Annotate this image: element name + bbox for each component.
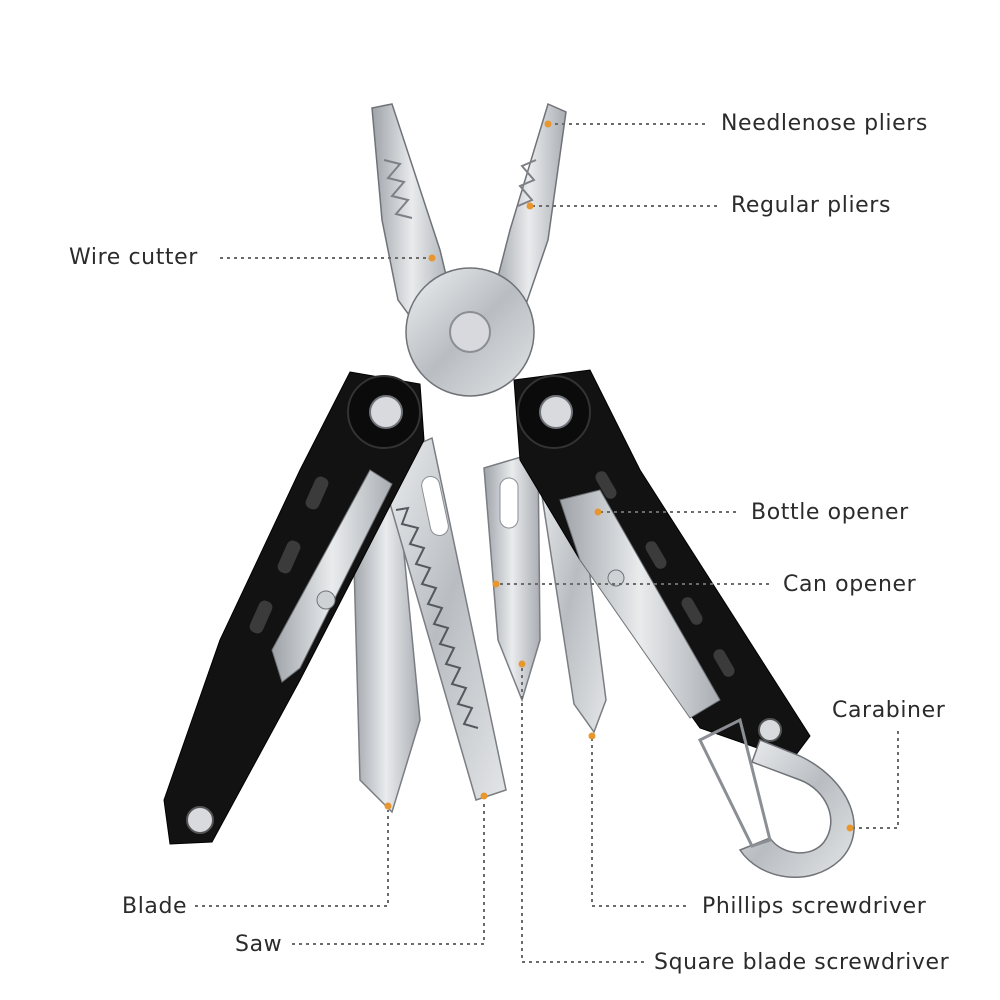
label-square-blade-screwdriver: Square blade screwdriver xyxy=(654,950,950,975)
leader-saw xyxy=(292,800,485,945)
marker-dot-bottle-opener xyxy=(594,508,602,516)
marker-dot-blade xyxy=(384,802,392,810)
carabiner xyxy=(697,717,855,879)
marker-dot-saw xyxy=(480,792,488,800)
label-wire-cutter: Wire cutter xyxy=(69,245,198,270)
leader-carabiner xyxy=(852,730,899,829)
marker-dot-square xyxy=(518,660,526,668)
plier-jaws xyxy=(371,102,567,397)
marker-dot-needlenose xyxy=(544,120,552,128)
marker-dot-phillips xyxy=(588,732,596,740)
leader-blade xyxy=(195,810,389,907)
label-phillips-screwdriver: Phillips screwdriver xyxy=(702,894,927,919)
marker-dot-regular xyxy=(526,202,534,210)
label-blade: Blade xyxy=(122,894,188,919)
label-bottle-opener: Bottle opener xyxy=(751,500,909,525)
label-needlenose-pliers: Needlenose pliers xyxy=(721,111,928,136)
right-handle xyxy=(513,369,811,761)
marker-dot-carabiner xyxy=(846,824,854,832)
label-saw: Saw xyxy=(235,932,283,957)
left-handle xyxy=(163,371,425,845)
label-can-opener: Can opener xyxy=(783,572,917,597)
internal-tools xyxy=(351,436,607,814)
marker-dots xyxy=(384,120,854,832)
marker-dot-can-opener xyxy=(492,580,500,588)
leader-lines xyxy=(195,123,899,963)
leader-square xyxy=(521,668,646,963)
label-regular-pliers: Regular pliers xyxy=(731,193,892,218)
marker-dot-wire-cutter xyxy=(428,254,436,262)
label-carabiner: Carabiner xyxy=(832,698,946,723)
